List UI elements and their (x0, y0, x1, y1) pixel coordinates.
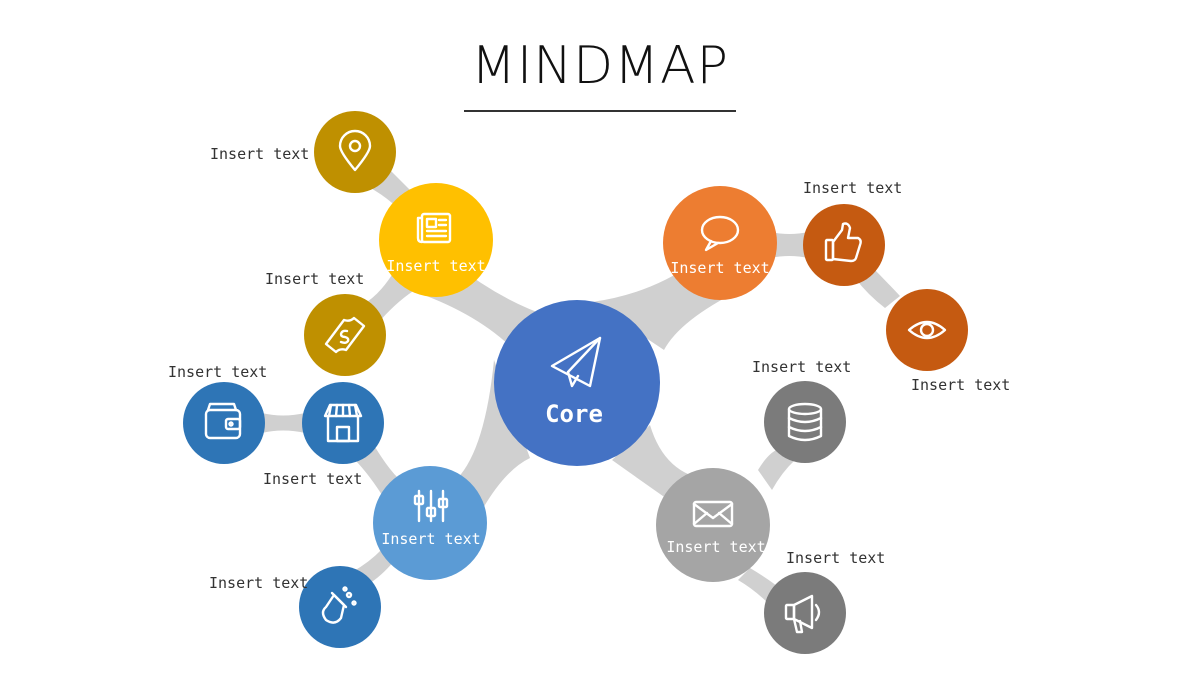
node-money[interactable] (304, 294, 386, 376)
node-database[interactable] (764, 381, 846, 463)
node-store[interactable] (302, 382, 384, 464)
node-sliders-label: Insert text (381, 530, 480, 548)
node-news[interactable]: Insert text (379, 183, 493, 297)
node-like[interactable] (803, 204, 885, 286)
node-chat-label: Insert text (670, 259, 769, 277)
envelope-icon (692, 500, 734, 528)
node-location[interactable] (314, 111, 396, 193)
store-icon (323, 403, 363, 443)
node-chat[interactable]: Insert text (663, 186, 777, 300)
connectors (262, 165, 900, 605)
node-database-label: Insert text (752, 358, 851, 376)
node-news-label: Insert text (386, 257, 485, 275)
flask-icon (321, 586, 357, 624)
sliders-icon (413, 489, 449, 523)
chat-bubble-icon (700, 215, 740, 252)
page-title: MINDMAP (471, 36, 729, 96)
database-icon (787, 402, 823, 442)
core-node[interactable]: Core (494, 300, 660, 466)
node-megaphone[interactable] (764, 572, 846, 654)
title-underline (464, 110, 736, 112)
newspaper-icon (416, 212, 452, 244)
core-label: Core (545, 400, 603, 428)
connector-chat-like (770, 232, 808, 258)
connector-core-sliders (450, 360, 530, 510)
money-icon (324, 316, 366, 354)
node-location-label: Insert text (210, 145, 309, 163)
paper-plane-icon (550, 336, 602, 388)
node-eye[interactable] (886, 289, 968, 371)
node-flask[interactable] (299, 566, 381, 648)
location-pin-icon (338, 129, 372, 172)
megaphone-icon (784, 594, 821, 634)
node-like-label: Insert text (803, 179, 902, 197)
connector-store-wallet (262, 413, 305, 433)
node-money-label: Insert text (265, 270, 364, 288)
node-wallet-label: Insert text (168, 363, 267, 381)
node-store-label: Insert text (263, 470, 362, 488)
node-megaphone-label: Insert text (786, 549, 885, 567)
thumbs-up-icon (824, 222, 862, 263)
wallet-icon (204, 402, 242, 440)
eye-icon (907, 320, 947, 340)
node-mail[interactable]: Insert text (656, 468, 770, 582)
node-flask-label: Insert text (209, 574, 308, 592)
node-eye-label: Insert text (911, 376, 1010, 394)
node-mail-label: Insert text (666, 538, 765, 556)
node-wallet[interactable] (183, 382, 265, 464)
node-sliders[interactable]: Insert text (373, 466, 487, 580)
connector-mail-database (758, 448, 795, 490)
